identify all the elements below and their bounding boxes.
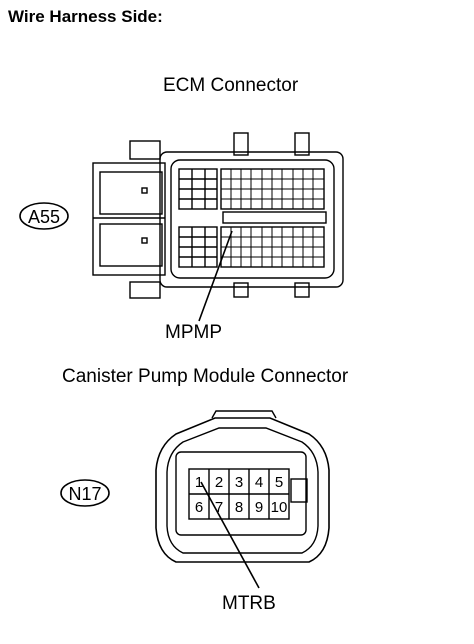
pin-2-label: 2 xyxy=(215,474,223,491)
page-title: Wire Harness Side: xyxy=(8,7,163,26)
pin-10-label: 10 xyxy=(271,499,288,516)
mtrb-terminal-label: MTRB xyxy=(222,593,276,614)
pin-7-label: 7 xyxy=(215,499,223,516)
canister-connector-title: Canister Pump Module Connector xyxy=(62,366,349,387)
pin-5-label: 5 xyxy=(275,474,283,491)
canister-connector-code: N17 xyxy=(68,484,101,504)
pin-9-label: 9 xyxy=(255,499,263,516)
pin-6-label: 6 xyxy=(195,499,203,516)
ecm-connector-code: A55 xyxy=(28,207,60,227)
ecm-connector: A55 xyxy=(19,132,344,322)
canister-connector: 1 2 3 4 5 6 7 8 9 10 N17 xyxy=(60,410,330,589)
pin-4-label: 4 xyxy=(255,474,263,491)
pin-3-label: 3 xyxy=(235,474,243,491)
pin-8-label: 8 xyxy=(235,499,243,516)
mpmp-terminal-label: MPMP xyxy=(165,322,222,343)
pin-1-label: 1 xyxy=(195,474,203,491)
ecm-connector-title: ECM Connector xyxy=(163,75,299,96)
